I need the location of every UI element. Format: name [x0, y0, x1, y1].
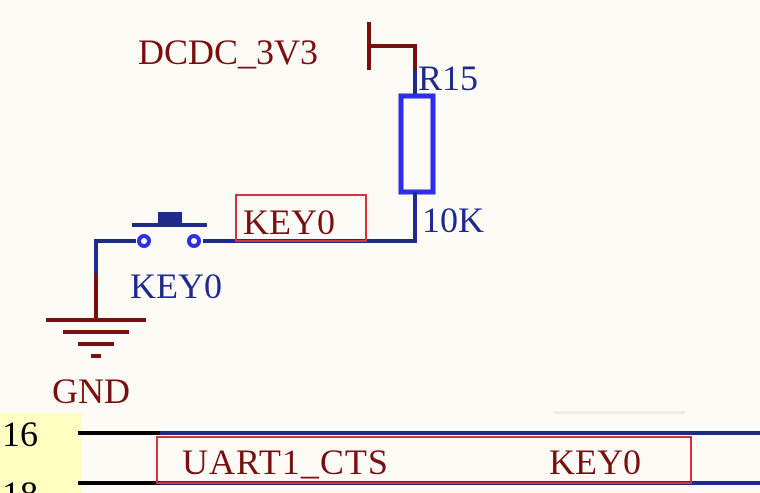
net-label-key0-header: KEY0: [549, 442, 641, 482]
net-label-box: [235, 194, 367, 242]
resistor-designator: R15: [418, 58, 478, 98]
net-label-text: KEY0: [243, 202, 335, 242]
ground-symbol[interactable]: GND: [46, 274, 146, 411]
pin-number-16: 16: [2, 414, 38, 454]
switch-designator: KEY0: [130, 266, 222, 306]
power-port-dcdc-3v3[interactable]: DCDC_3V3: [138, 22, 417, 72]
resistor-value: 10K: [422, 200, 484, 240]
net-label-uart1-cts: UART1_CTS: [182, 442, 389, 482]
switch-contact-left: [137, 234, 151, 248]
resistor-body: [398, 93, 436, 195]
resistor-r15[interactable]: R15 10K: [398, 58, 484, 243]
ground-label: GND: [52, 371, 130, 411]
switch-button-cap: [158, 212, 182, 225]
power-port-label: DCDC_3V3: [138, 32, 318, 72]
header-faint-mark: [553, 411, 685, 414]
pushbutton-switch-key0[interactable]: KEY0: [130, 212, 222, 306]
header-net-label-box: [156, 436, 692, 484]
pin-number-18: 18: [2, 474, 38, 493]
header-connector[interactable]: 16 18 UART1_CTS KEY0: [0, 411, 760, 493]
header-pin-column: [0, 413, 82, 493]
net-label-key0[interactable]: KEY0: [235, 194, 367, 242]
switch-contact-right: [187, 234, 201, 248]
